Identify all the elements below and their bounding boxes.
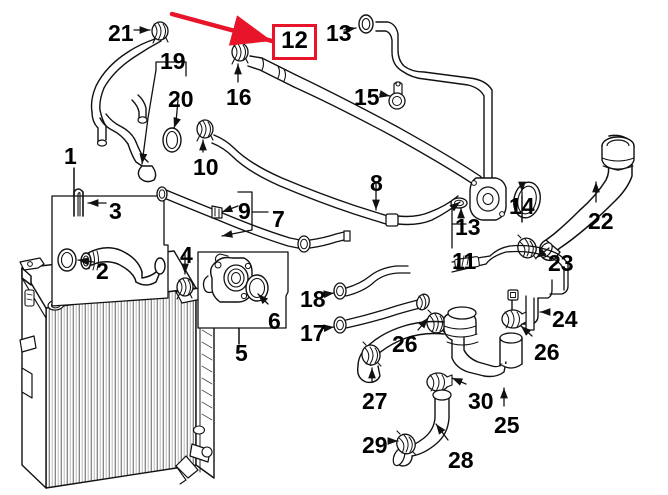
lower-hose-28 xyxy=(392,389,452,467)
callout-label-20: 20 xyxy=(168,86,194,112)
callout-label-2: 2 xyxy=(96,258,109,284)
callout-label-26: 26 xyxy=(392,331,418,357)
callout-label-6: 6 xyxy=(268,308,281,334)
hose-clamp-30 xyxy=(426,372,453,392)
callout-label-25: 25 xyxy=(494,412,520,438)
callout-label-14: 14 xyxy=(509,193,535,219)
callout-label-12-highlighted: 12 xyxy=(272,24,317,60)
thermostat-housing-group-box xyxy=(197,251,289,345)
callout-label-11: 11 xyxy=(452,248,477,274)
coolant-pipe-12 xyxy=(231,42,487,189)
callout-label-24: 24 xyxy=(552,306,578,332)
lower-hose-assembly-25 xyxy=(356,306,527,384)
lower-radiator-hose-22 xyxy=(517,134,635,262)
upper-coolant-pipe-assembly xyxy=(358,14,507,221)
callout-label-8: 8 xyxy=(370,170,383,196)
callout-label-19: 19 xyxy=(160,48,186,74)
callout-label-18: 18 xyxy=(300,286,326,312)
callout-label-23: 23 xyxy=(548,250,574,276)
callout-label-4: 4 xyxy=(180,242,193,268)
callout-label-3: 3 xyxy=(109,198,122,224)
callout-label-29: 29 xyxy=(362,432,388,458)
callout-label-13: 13 xyxy=(455,214,481,240)
callout-label-28: 28 xyxy=(448,447,474,473)
callout-label-13: 13 xyxy=(326,20,352,46)
callout-label-1: 1 xyxy=(64,143,77,169)
upper-hose-group-box xyxy=(51,167,169,307)
callout-label-7: 7 xyxy=(272,206,285,232)
callout-label-27: 27 xyxy=(362,388,388,414)
vent-hose-assembly xyxy=(90,21,182,183)
hose-clamp-4 xyxy=(176,277,194,300)
callout-label-10: 10 xyxy=(193,154,219,180)
callout-label-15: 15 xyxy=(354,84,380,110)
callout-label-22: 22 xyxy=(588,208,614,234)
callout-label-9: 9 xyxy=(238,198,251,224)
callout-label-21: 21 xyxy=(108,20,134,46)
hose-clamp-27 xyxy=(361,341,382,367)
leader-lines xyxy=(73,25,600,445)
red-pointer-arrow xyxy=(169,11,275,46)
callout-label-5: 5 xyxy=(235,340,248,366)
thin-hose-pair xyxy=(333,265,430,334)
mid-coolant-hose-assembly xyxy=(156,119,461,253)
callout-label-17: 17 xyxy=(300,320,326,346)
callout-label-26: 26 xyxy=(534,339,560,365)
callout-label-30: 30 xyxy=(468,388,494,414)
callout-label-16: 16 xyxy=(226,84,252,110)
